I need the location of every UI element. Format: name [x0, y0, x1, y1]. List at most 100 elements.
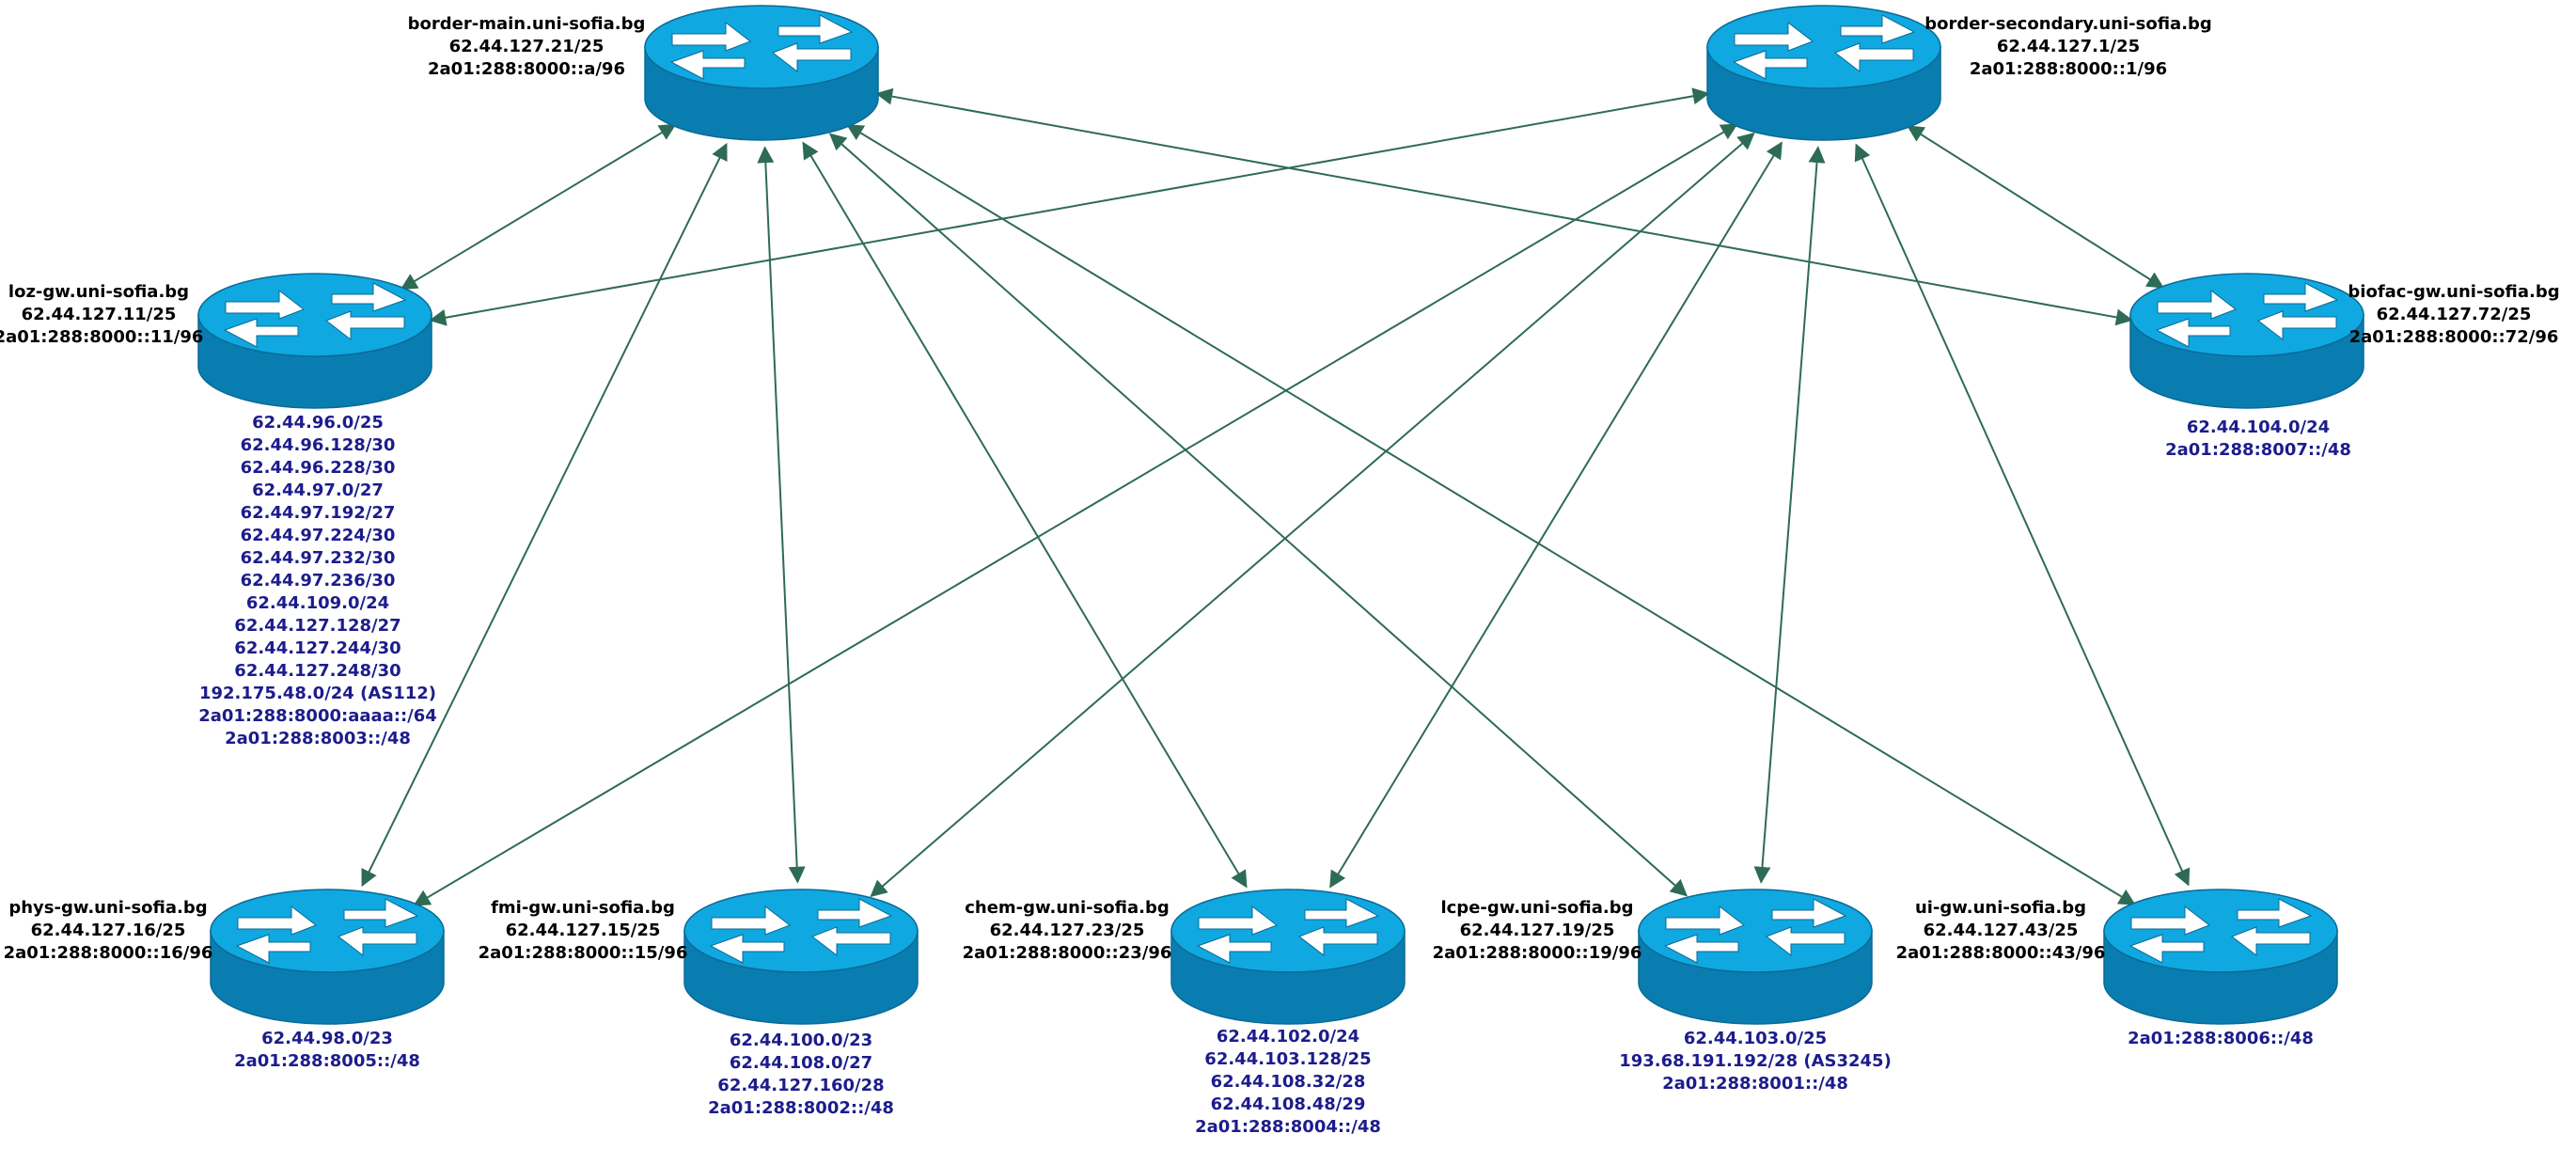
labels-layer: border-main.uni-sofia.bg62.44.127.21/252… [0, 14, 2560, 1137]
router-ipv4: 62.44.127.43/25 [1924, 921, 2079, 940]
network-prefix: 62.44.127.160/28 [717, 1076, 884, 1095]
router-arrow-icon [1732, 50, 1808, 80]
router-icon-border-main [644, 5, 879, 141]
router-arrow-icon [1734, 21, 1814, 52]
network-prefix: 62.44.97.192/27 [241, 503, 396, 523]
network-prefix: 62.44.96.128/30 [241, 435, 396, 455]
network-prefix: 62.44.103.0/25 [1684, 1029, 1827, 1048]
router-arrow-icon [225, 289, 306, 320]
router-icon-ui-gw [2103, 889, 2338, 1025]
router-hostname: biofac-gw.uni-sofia.bg [2348, 282, 2559, 302]
router-arrow-icon [778, 14, 854, 44]
router-icon-loz-gw [197, 273, 432, 409]
router-arrow-icon [671, 21, 752, 52]
network-prefix: 62.44.96.228/30 [241, 458, 396, 478]
network-list-loz-gw: 62.44.96.0/2562.44.96.128/3062.44.96.228… [198, 413, 437, 748]
router-arrow-icon [223, 318, 299, 348]
router-hostname: border-main.uni-sofia.bg [408, 14, 646, 34]
network-prefix: 2a01:288:8003::/48 [225, 729, 411, 748]
network-prefix: 2a01:288:8006::/48 [2128, 1029, 2314, 1048]
router-icon-biofac-gw [2129, 273, 2364, 409]
network-prefix: 62.44.127.248/30 [234, 661, 401, 681]
router-hostname: ui-gw.uni-sofia.bg [1915, 898, 2086, 918]
router-hostname: loz-gw.uni-sofia.bg [8, 282, 189, 302]
router-arrow-icon [324, 310, 405, 341]
network-prefix: 62.44.127.244/30 [234, 638, 401, 658]
network-prefix: 62.44.97.224/30 [241, 526, 396, 545]
router-ipv4: 62.44.127.19/25 [1460, 921, 1615, 940]
router-arrow-icon [810, 926, 891, 957]
router-arrow-icon [1665, 905, 1746, 936]
links-layer [361, 87, 2191, 906]
link-border-secondary-fmi-gw [870, 132, 1755, 898]
router-ipv4: 62.44.127.16/25 [31, 921, 186, 940]
link-border-main-ui-gw [846, 124, 2136, 905]
router-ipv4: 62.44.127.23/25 [990, 921, 1145, 940]
router-icon-phys-gw [210, 889, 445, 1025]
router-arrow-icon [817, 898, 893, 928]
router-arrow-icon [2237, 898, 2313, 928]
router-icon-border-secondary [1706, 5, 1941, 141]
link-border-secondary-ui-gw [1854, 143, 2191, 887]
router-hostname: lcpe-gw.uni-sofia.bg [1440, 898, 1633, 918]
router-icon-fmi-gw [683, 889, 919, 1025]
router-arrow-icon [2130, 905, 2211, 936]
routers-layer [197, 5, 2364, 1025]
network-prefix: 2a01:288:8005::/48 [234, 1051, 420, 1071]
link-border-main-loz-gw [400, 123, 677, 291]
network-prefix: 62.44.97.236/30 [241, 571, 396, 590]
router-arrow-icon [2230, 926, 2311, 957]
router-arrow-icon [343, 898, 419, 928]
router-arrow-icon [1196, 934, 1272, 964]
router-arrow-icon [1765, 926, 1846, 957]
router-label-border-secondary: border-secondary.uni-sofia.bg 62.44.127.1… [1924, 14, 2212, 79]
router-arrow-icon [2157, 289, 2238, 320]
router-arrow-icon [331, 282, 407, 312]
router-arrow-icon [1833, 42, 1914, 73]
router-arrow-icon [1198, 905, 1279, 936]
link-border-secondary-biofac-gw [1907, 125, 2164, 289]
network-prefix: 62.44.97.0/27 [252, 480, 384, 500]
router-arrow-icon [1297, 926, 1378, 957]
router-label-border-main: border-main.uni-sofia.bg62.44.127.21/252… [408, 14, 646, 79]
router-hostname: fmi-gw.uni-sofia.bg [491, 898, 675, 918]
network-prefix: 62.44.104.0/24 [2187, 417, 2330, 437]
router-arrow-icon [2263, 282, 2339, 312]
router-label-lcpe-gw: lcpe-gw.uni-sofia.bg 62.44.127.19/25 2a01:… [1433, 898, 1642, 963]
router-label-phys-gw: phys-gw.uni-sofia.bg62.44.127.16/252a01:… [4, 898, 213, 963]
network-prefix: 2a01:288:8002::/48 [708, 1098, 894, 1118]
router-label-loz-gw: loz-gw.uni-sofia.bg62.44.127.11/252a01:2… [0, 282, 203, 347]
link-border-secondary-phys-gw [413, 123, 1738, 906]
router-ipv4: 62.44.127.11/25 [22, 305, 177, 324]
router-hostname: border-secondary.uni-sofia.bg [1924, 14, 2212, 34]
router-arrow-icon [709, 934, 785, 964]
network-list-chem-gw: 62.44.102.0/2462.44.103.128/2562.44.108.… [1195, 1027, 1381, 1137]
router-arrow-icon [2155, 318, 2231, 348]
router-arrow-icon [2256, 310, 2337, 341]
network-prefix: 2a01:288:8004::/48 [1195, 1117, 1381, 1137]
router-arrow-icon [711, 905, 792, 936]
router-ipv6: 2a01:288:8000::72/96 [2349, 327, 2559, 347]
network-prefix: 62.44.108.32/28 [1211, 1072, 1366, 1092]
network-prefix: 2a01:288:8007::/48 [2165, 440, 2351, 460]
router-ipv4: 62.44.127.1/25 [1997, 37, 2140, 56]
router-ipv4: 62.44.127.72/25 [2377, 305, 2532, 324]
router-ipv6: 2a01:288:8000::19/96 [1433, 943, 1642, 963]
network-prefix: 62.44.100.0/23 [730, 1031, 872, 1050]
router-hostname: chem-gw.uni-sofia.bg [965, 898, 1170, 918]
router-label-chem-gw: chem-gw.uni-sofia.bg62.44.127.23/252a01:… [963, 898, 1172, 963]
router-label-fmi-gw: fmi-gw.uni-sofia.bg62.44.127.15/252a01:2… [479, 898, 688, 963]
router-ipv6: 2a01:288:8000::a/96 [428, 59, 625, 79]
router-arrow-icon [1771, 898, 1847, 928]
router-arrow-icon [237, 905, 318, 936]
network-prefix: 62.44.109.0/24 [246, 593, 389, 613]
router-icon-lcpe-gw [1638, 889, 1873, 1025]
network-list-ui-gw: 2a01:288:8006::/48 [2128, 1029, 2314, 1048]
link-border-main-lcpe-gw [828, 133, 1689, 897]
router-arrow-icon [235, 934, 311, 964]
router-ipv4: 62.44.127.15/25 [506, 921, 661, 940]
router-ipv6: 2a01:288:8000::16/96 [4, 943, 213, 963]
network-prefix: 62.44.108.48/29 [1211, 1094, 1366, 1114]
